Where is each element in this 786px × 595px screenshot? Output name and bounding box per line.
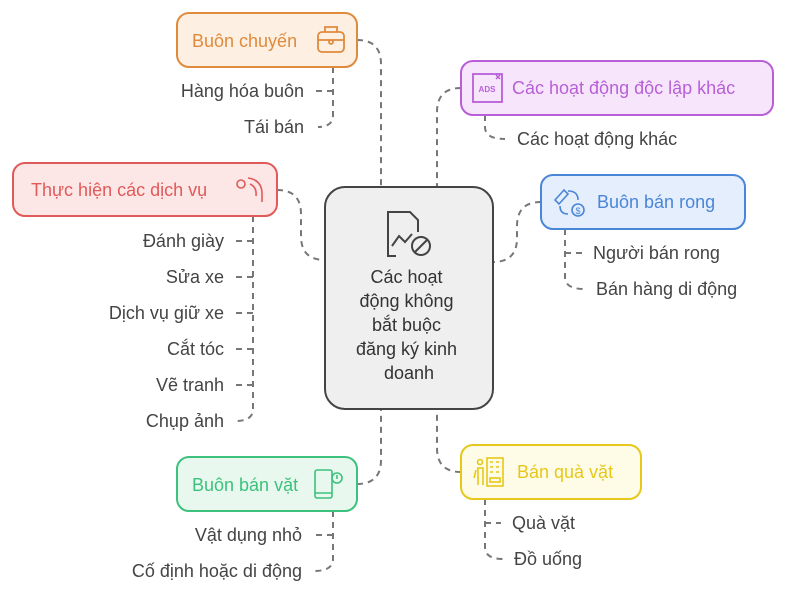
node-ban-rong[interactable]: $ Buôn bán rong xyxy=(540,174,746,230)
node-ban-vat[interactable]: Buôn bán vặt xyxy=(176,456,358,512)
phone-alert-icon xyxy=(314,469,343,499)
child-label: Cắt tóc xyxy=(167,338,224,359)
node-buon-chuyen[interactable]: Buôn chuyến xyxy=(176,12,358,68)
child-label: Hàng hóa buôn xyxy=(181,81,304,101)
dich-vu-children: Đánh giày Sửa xe Dịch vụ giữ xe Cắt tóc … xyxy=(109,231,224,431)
document-ban-icon xyxy=(387,211,431,257)
node-label: Thực hiện các dịch vụ xyxy=(31,180,207,200)
svg-text:ADS: ADS xyxy=(479,85,497,94)
node-dich-vu[interactable]: Thực hiện các dịch vụ xyxy=(12,162,278,217)
child-label: Đồ uống xyxy=(514,549,582,569)
center-title: Các hoạt động không bắt buộc đăng ký kin… xyxy=(356,267,462,383)
hand-gear-icon xyxy=(236,177,263,202)
child-label: Quà vặt xyxy=(512,513,575,533)
child-label: Đánh giày xyxy=(143,231,224,251)
exchange-money-icon: $ xyxy=(553,188,585,217)
node-label: Buôn bán vặt xyxy=(192,475,298,495)
briefcase-icon xyxy=(317,26,345,53)
child-label: Dịch vụ giữ xe xyxy=(109,303,224,323)
connectors xyxy=(235,39,585,572)
child-label: Chụp ảnh xyxy=(146,411,224,431)
node-label: Bán quà vặt xyxy=(517,462,613,482)
ads-icon: ADS xyxy=(472,73,503,103)
child-label: Tái bán xyxy=(244,117,304,137)
child-label: Các hoạt động khác xyxy=(517,129,677,149)
center-node[interactable]: Các hoạt động không bắt buộc đăng ký kin… xyxy=(324,186,494,410)
node-label: Buôn bán rong xyxy=(597,192,715,212)
svg-text:$: $ xyxy=(575,206,580,216)
node-label: Các hoạt động độc lập khác xyxy=(512,78,735,98)
child-label: Vẽ tranh xyxy=(156,375,224,395)
child-label: Người bán rong xyxy=(593,243,720,263)
child-label: Vật dụng nhỏ xyxy=(195,525,302,545)
child-label: Sửa xe xyxy=(166,267,224,287)
vending-machine-icon xyxy=(473,457,504,487)
child-label: Cố định hoặc di động xyxy=(132,561,302,581)
node-label: Buôn chuyến xyxy=(192,31,297,51)
child-label: Bán hàng di động xyxy=(596,279,737,299)
node-doc-lap[interactable]: ADS Các hoạt động độc lập khác xyxy=(460,60,774,116)
node-qua-vat[interactable]: Bán quà vặt xyxy=(460,444,642,500)
